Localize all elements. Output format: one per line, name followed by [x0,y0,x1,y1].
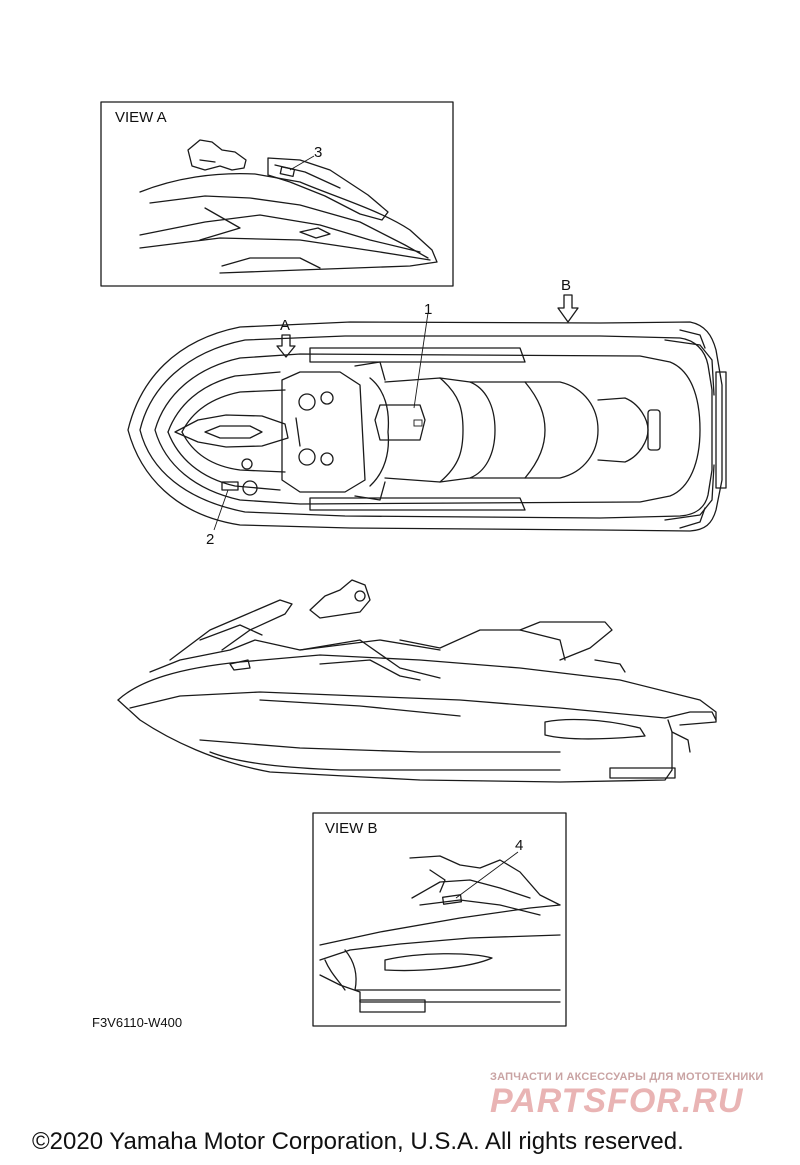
callout-4: 4 [515,837,523,854]
view-a-panel: VIEW A 3 [100,101,454,287]
callout-2: 2 [206,531,214,548]
arrow-b [557,294,579,323]
copyright-notice: ©2020 Yamaha Motor Corporation, U.S.A. A… [32,1128,684,1155]
callout-3: 3 [314,144,322,161]
top-view: 1 2 A B [127,277,727,548]
view-a-title: VIEW A [115,109,167,126]
side-view [117,579,717,783]
drawing-code: F3V6110-W400 [92,1015,183,1030]
watermark-logo: PARTSFOR.RU [490,1082,744,1120]
view-b-title: VIEW B [325,820,378,837]
callout-1: 1 [424,301,432,318]
arrow-a [276,334,296,358]
watermark-tagline: ЗАПЧАСТИ И АКСЕССУАРЫ ДЛЯ МОТОТЕХНИКИ [490,1071,764,1083]
arrow-b-label: B [561,277,571,294]
view-b-panel: VIEW B 4 [312,812,567,1027]
arrow-a-label: A [280,317,290,334]
